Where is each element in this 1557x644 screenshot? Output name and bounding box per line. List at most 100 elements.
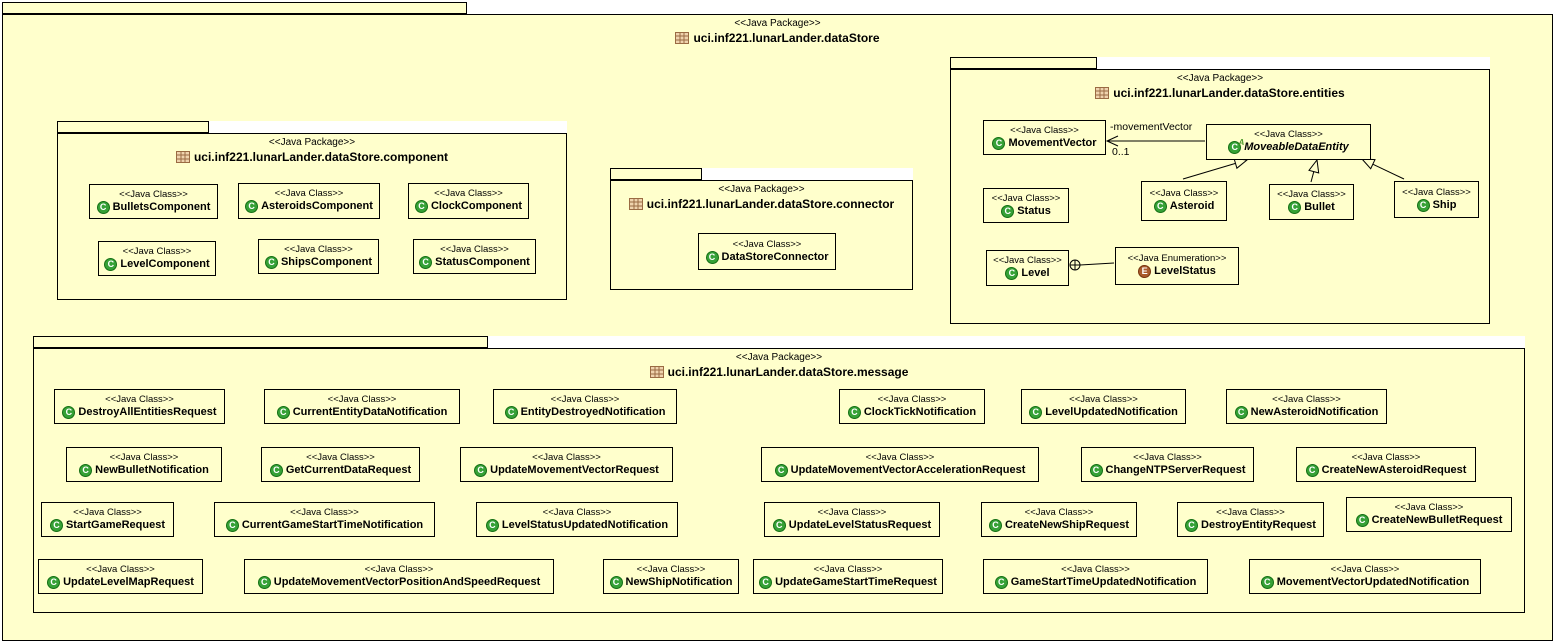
class-stereotype: <<Java Class>>: [550, 393, 620, 405]
class-name: StatusComponent: [435, 255, 530, 268]
package-connector[interactable]: <<Java Package>> uci.inf221.lunarLander.…: [610, 168, 913, 290]
association-multiplicity-label: 0..1: [1112, 146, 1130, 158]
package-body[interactable]: <<Java Package>> uci.inf221.lunarLander.…: [57, 133, 567, 300]
java-class-icon: C: [772, 518, 786, 532]
class-name: EntityDestroyedNotification: [520, 405, 666, 418]
java-class-icon: C: [49, 518, 63, 532]
class-name: UpdateMovementVectorAccelerationRequest: [790, 463, 1026, 476]
class-stereotype: <<Java Class>>: [105, 393, 174, 405]
package-tab[interactable]: [2, 2, 467, 14]
java-class-icon: C: [96, 200, 110, 214]
package-component[interactable]: <<Java Package>> uci.inf221.lunarLander.…: [57, 121, 567, 300]
package-name: uci.inf221.lunarLander.dataStore.connect…: [646, 196, 895, 211]
class-stereotype: <<Java Class>>: [1149, 188, 1219, 200]
class-stereotype: <<Java Class>>: [1133, 451, 1202, 463]
package-body[interactable]: <<Java Package>> uci.inf221.lunarLander.…: [950, 69, 1490, 324]
java-class-icon: C: [1001, 204, 1015, 218]
class-name: LevelStatus: [1154, 265, 1216, 278]
java-package-icon: [1095, 87, 1110, 99]
package-tab[interactable]: [610, 168, 702, 180]
package-body[interactable]: <<Java Package>> uci.inf221.lunarLander.…: [610, 180, 913, 290]
class-stereotype: <<Java Class>>: [434, 188, 503, 200]
package-tab[interactable]: [950, 57, 1097, 69]
class-name: MovementVectorUpdatedNotification: [1276, 575, 1470, 588]
class-name: LevelStatusUpdatedNotification: [501, 518, 669, 531]
package-entities[interactable]: <<Java Package>> uci.inf221.lunarLander.…: [950, 57, 1490, 324]
enum-stereotype: <<Java Enumeration>>: [1127, 253, 1227, 265]
package-tab[interactable]: [57, 121, 209, 133]
package-tab[interactable]: [33, 336, 488, 348]
java-class-icon: C: [847, 405, 861, 419]
java-class-icon: C: [992, 136, 1006, 150]
java-package-icon: [675, 32, 690, 44]
java-class-icon: C: [1355, 513, 1369, 527]
class-name: LevelUpdatedNotification: [1045, 405, 1178, 418]
class-name: GameStartTimeUpdatedNotification: [1010, 575, 1197, 588]
class-name: UpdateLevelStatusRequest: [788, 518, 932, 531]
class-stereotype: <<Java Class>>: [290, 506, 359, 518]
java-class-icon: C: [474, 463, 488, 477]
class-name: ClockTickNotification: [863, 405, 977, 418]
package-message[interactable]: <<Java Package>> uci.inf221.lunarLander.…: [33, 336, 1525, 613]
class-stereotype: <<Java Class>>: [1254, 129, 1323, 141]
java-class-icon: C: [1260, 575, 1274, 589]
class-name: Status: [1017, 204, 1051, 217]
package-name-row: uci.inf221.lunarLander.dataStore.compone…: [58, 150, 566, 165]
package-stereotype: <<Java Package>>: [718, 184, 805, 195]
java-class-icon: C: [269, 463, 283, 477]
package-body[interactable]: <<Java Package>> uci.inf221.lunarLander.…: [33, 348, 1525, 613]
package-tab-row: [950, 57, 1490, 69]
